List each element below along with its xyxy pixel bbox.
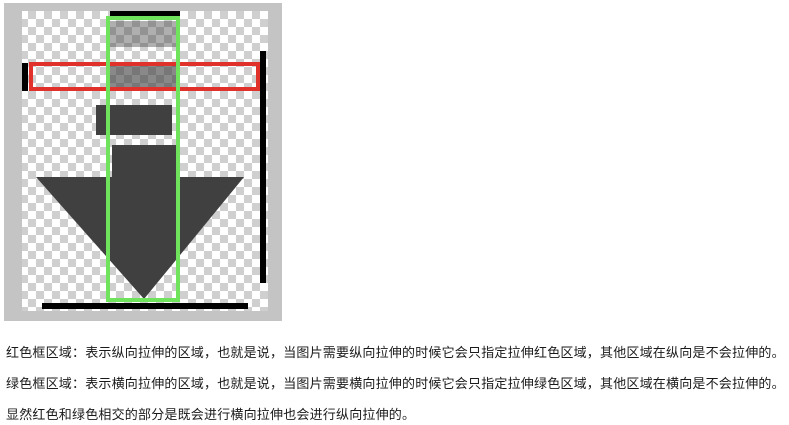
top-stretch-marker — [110, 11, 180, 16]
red-region-box — [29, 62, 260, 91]
right-padding-marker — [260, 51, 266, 283]
faded-bar-middle — [110, 63, 180, 91]
green-region-description: 绿色框区域：表示横向拉伸的区域，也就是说，当图片需要横向拉伸的时候它会只指定拉伸… — [6, 377, 785, 392]
down-arrow-icon — [36, 145, 244, 299]
faded-bar-top — [110, 21, 180, 47]
nine-patch-figure — [4, 3, 282, 321]
green-region-box — [106, 16, 180, 302]
left-stretch-marker — [22, 63, 28, 91]
intersection-description: 显然红色和绿色相交的部分是既会进行横向拉伸也会进行纵向拉伸的。 — [6, 408, 416, 423]
bottom-padding-marker — [42, 303, 248, 309]
red-region-description: 红色框区域：表示纵向拉伸的区域，也就是说，当图片需要纵向拉伸的时候它会只指定拉伸… — [6, 346, 785, 361]
nine-patch-image — [22, 11, 268, 311]
